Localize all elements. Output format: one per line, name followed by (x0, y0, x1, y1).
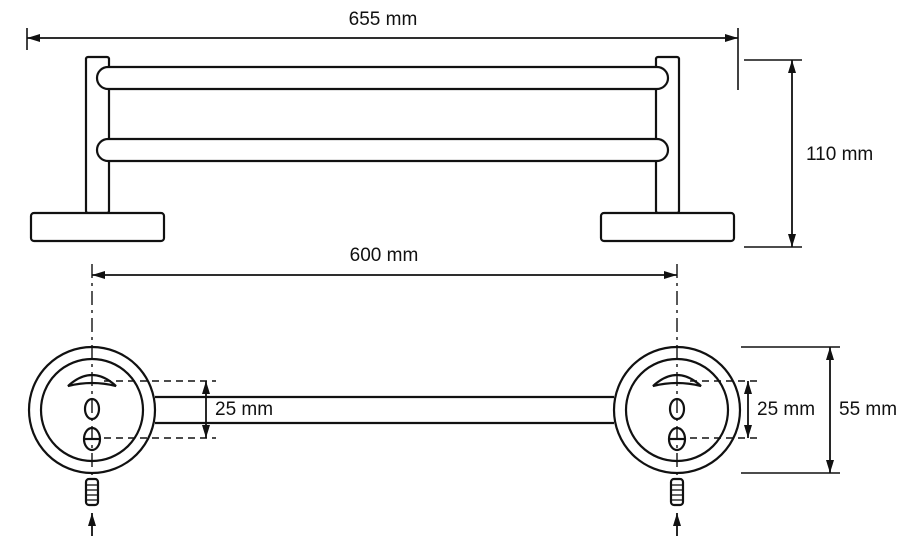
left-screw-body (84, 477, 100, 507)
dim-600-label: 600 mm (350, 245, 419, 266)
left-screw (84, 477, 100, 536)
dim-25-right-label: 25 mm (757, 399, 815, 420)
front-view (29, 55, 736, 243)
left-wall-base (29, 211, 166, 243)
right-screw-threads (671, 484, 683, 501)
plan-view (27, 345, 742, 475)
dimension-total-height: 110 mm (744, 59, 873, 248)
right-screw-body (669, 477, 685, 507)
dimension-overall-width: 655 mm (26, 9, 739, 90)
dimension-right-hole-spacing: 25 mm (690, 380, 815, 439)
left-plate-slot (67, 373, 117, 388)
dimension-plate-size: 55 mm (741, 346, 897, 474)
dim-110-label: 110 mm (806, 144, 873, 165)
left-screw-threads (86, 484, 98, 501)
dimension-mounting-centers: 600 mm (92, 245, 677, 279)
dim-655-label: 655 mm (349, 9, 418, 30)
lower-rail-bar (95, 137, 670, 163)
right-plate-slot (652, 373, 702, 388)
right-screw (669, 477, 685, 536)
dimension-left-hole-spacing: 25 mm (104, 380, 273, 439)
dim-25-left-label: 25 mm (215, 399, 273, 420)
upper-rail-bar (95, 65, 670, 91)
dim-55-label: 55 mm (839, 399, 897, 420)
right-wall-base (599, 211, 736, 243)
